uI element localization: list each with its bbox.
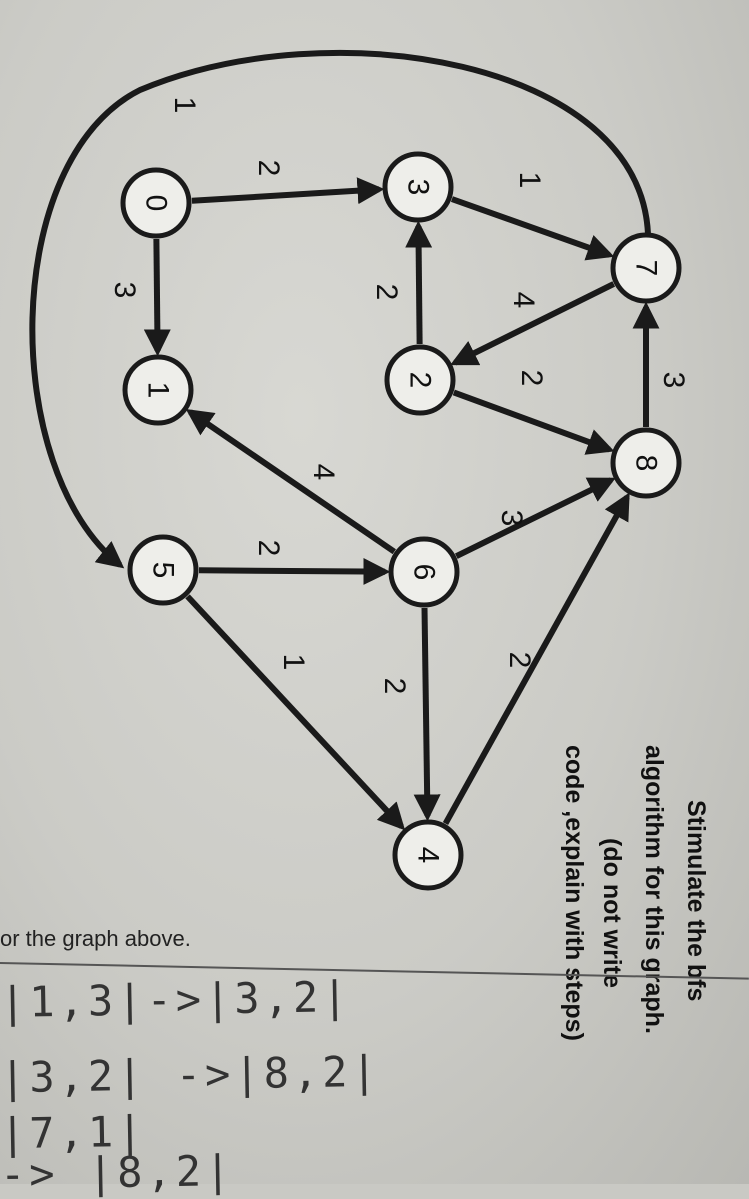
node-circle [122, 354, 194, 426]
weight-label-0-3: 2 [252, 160, 285, 177]
handwriting-line-1: |1,3|->|3,2| [0, 971, 352, 1028]
node-6: 6 [388, 536, 460, 608]
node-1: 1 [122, 354, 194, 426]
node-4: 4 [392, 819, 464, 891]
node-3: 3 [382, 151, 454, 223]
node-2: 2 [384, 344, 456, 416]
edge-4-to-8 [442, 492, 630, 825]
weight-label-6-8: 3 [495, 510, 528, 527]
weights-layer: 1 2 3 1 2 4 2 3 4 2 3 1 2 2 [108, 97, 690, 695]
edge-7-to-2 [450, 281, 616, 366]
edge-2-to-8 [452, 389, 615, 455]
edge-5-to-6 [198, 558, 391, 586]
node-circle [127, 534, 199, 606]
node-5: 5 [127, 534, 199, 606]
weight-label-2-3: 2 [370, 284, 403, 301]
edge-5-to-4 [185, 594, 406, 831]
edges-layer [29, 49, 660, 831]
weight-label-7-0: 1 [168, 97, 201, 114]
node-8: 8 [610, 427, 682, 499]
edge-6-to-4 [413, 607, 441, 822]
weight-label-6-4: 2 [378, 678, 411, 695]
node-label: 8 [630, 455, 663, 472]
weight-label-6-1: 4 [307, 464, 340, 481]
edge-0-to-1 [143, 238, 171, 357]
weight-label-3-7: 1 [513, 172, 546, 189]
edge-6-to-8 [454, 477, 616, 559]
node-label: 3 [402, 179, 435, 196]
weight-label-7-2: 4 [507, 292, 540, 309]
edge-6-to-1 [185, 408, 396, 555]
node-circle [120, 167, 192, 239]
weight-label-5-6: 2 [252, 540, 285, 557]
node-circle [384, 344, 456, 416]
node-circle [610, 232, 682, 304]
node-label: 0 [140, 195, 173, 212]
node-7: 7 [610, 232, 682, 304]
node-label: 5 [147, 562, 180, 579]
weight-label-2-8: 2 [515, 370, 548, 387]
caption-text: or the graph above. [0, 926, 191, 951]
handwriting-line-2: |3,2| ->|8,2| [0, 1046, 382, 1103]
node-circle [392, 819, 464, 891]
node-0: 0 [120, 167, 192, 239]
edge-0-to-3 [191, 177, 385, 205]
node-circle [610, 427, 682, 499]
node-circle [382, 151, 454, 223]
edge-7-loop-to-5 [29, 49, 651, 569]
weight-label-0-1: 3 [108, 282, 141, 299]
weight-label-4-8: 2 [503, 652, 536, 669]
node-circle [388, 536, 460, 608]
node-label: 6 [408, 564, 441, 581]
weight-label-5-4: 1 [277, 654, 310, 671]
weight-label-8-7: 3 [657, 372, 690, 389]
handwriting-line-4: -> |8,2| [0, 1145, 235, 1199]
nodes-layer: 0 3 7 1 2 8 5 6 4 [120, 151, 682, 891]
edge-3-to-7 [450, 196, 615, 261]
node-label: 4 [412, 847, 445, 864]
edge-2-to-3 [405, 220, 433, 345]
node-label: 2 [404, 372, 437, 389]
node-label: 7 [630, 260, 663, 277]
node-label: 1 [142, 382, 175, 399]
